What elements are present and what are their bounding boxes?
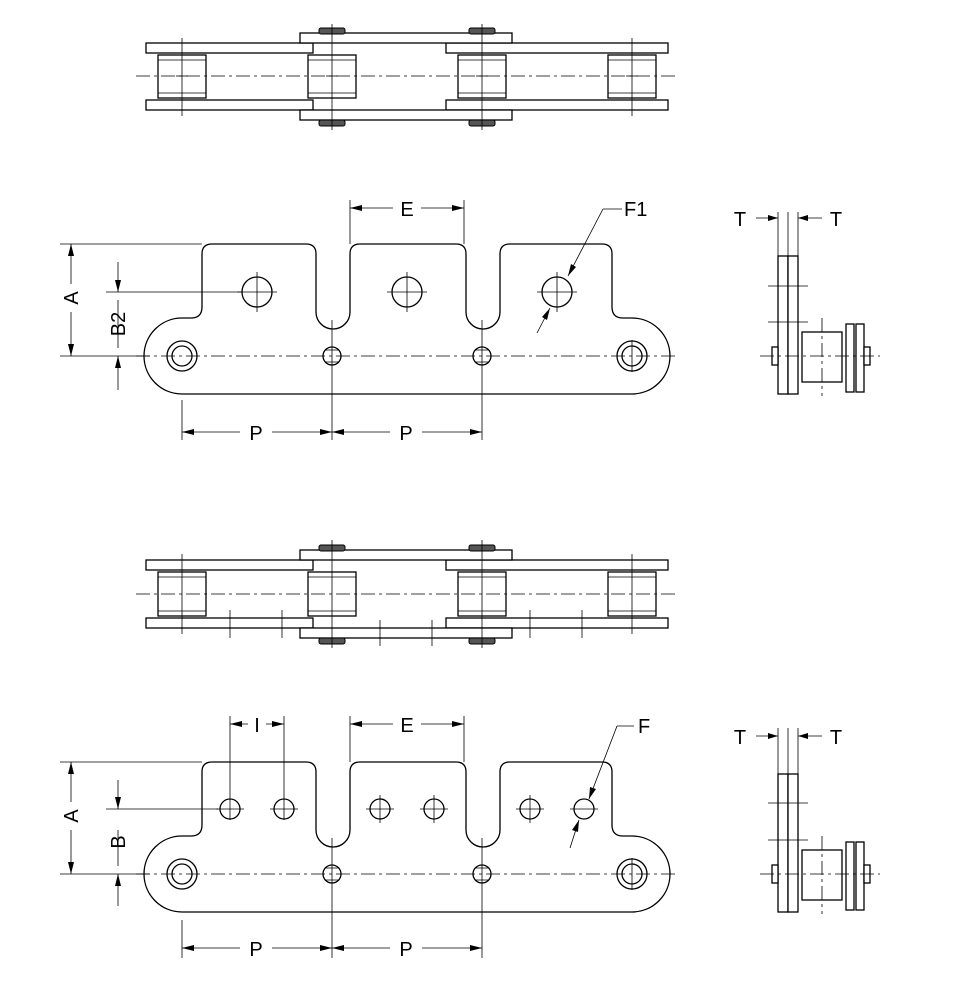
- label-p-right-bottom: P: [399, 939, 412, 961]
- dimension-b2: B2: [106, 262, 242, 390]
- label-a-bottom: A: [61, 809, 83, 823]
- dimension-t-1: T T: [734, 209, 842, 256]
- end-view-1: T T: [734, 209, 880, 396]
- label-t-left-bottom: T: [734, 727, 746, 749]
- label-t-left: T: [734, 209, 746, 231]
- chain-plan-view-1: [136, 24, 678, 130]
- label-e-bottom: E: [400, 715, 413, 737]
- dimension-e-1: E: [349, 199, 465, 244]
- attachment-holes-f1: [237, 272, 577, 312]
- chain-plan-view-2: [136, 540, 678, 648]
- attachment-side-view-1: E F1 A B2: [60, 199, 678, 445]
- label-p-left-bottom: P: [249, 939, 262, 961]
- attachment-side-view-2: I E F A: [60, 715, 678, 961]
- dimension-a-2: A: [60, 761, 202, 875]
- label-i: I: [254, 715, 260, 737]
- label-f: F: [638, 716, 650, 738]
- label-f1: F1: [624, 199, 647, 221]
- dimension-f1: F1: [536, 199, 647, 334]
- outer-plates-top: [145, 32, 669, 121]
- rollers: [157, 54, 657, 99]
- dimension-t-2: T T: [734, 727, 842, 774]
- label-p-left: P: [249, 423, 262, 445]
- label-e: E: [400, 199, 413, 221]
- label-p-right: P: [399, 423, 412, 445]
- end-view-2: T T: [734, 727, 880, 914]
- label-a: A: [61, 291, 83, 305]
- attachment-plate-outline-2: [143, 761, 671, 913]
- label-t-right: T: [830, 209, 842, 231]
- label-b2: B2: [108, 312, 130, 336]
- label-t-right-bottom: T: [830, 727, 842, 749]
- label-b: B: [108, 835, 130, 848]
- dimension-e-2: E: [349, 715, 465, 762]
- dimension-a-1: A: [60, 243, 202, 357]
- dimension-p-2: P P: [182, 939, 482, 961]
- pin-centerlines: [176, 24, 638, 130]
- dimension-p-1: P P: [182, 423, 482, 445]
- pin-center-marks: [181, 320, 633, 440]
- attachment-plate-outline-1: [143, 243, 671, 395]
- dimension-b: B: [106, 780, 218, 906]
- dimension-i: I: [229, 715, 285, 820]
- dimension-f: F: [569, 716, 650, 849]
